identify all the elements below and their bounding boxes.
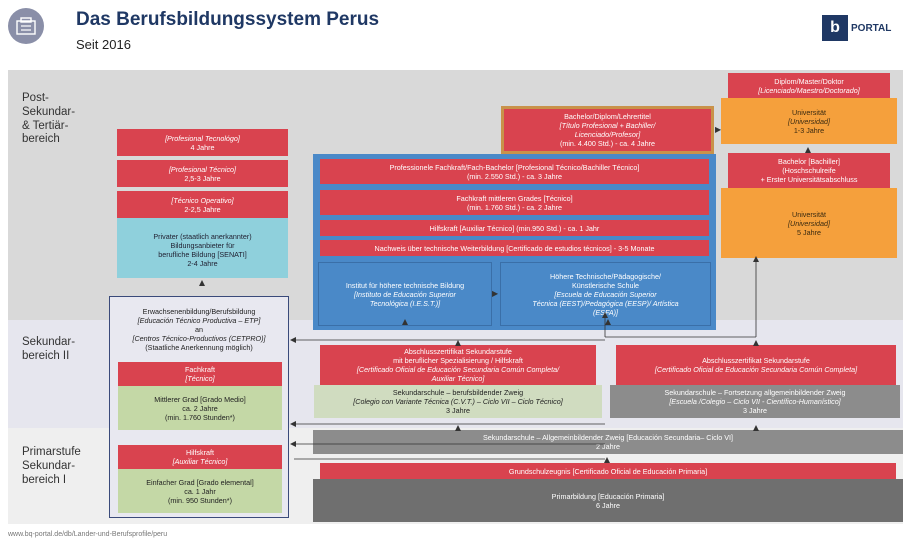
box-profesional-tecnologo: [Profesional Tecnológo]4 Jahre bbox=[117, 129, 288, 156]
box-bachelor-bachiller: Bachelor [Bachiller](Hoschschulreife+ Er… bbox=[728, 153, 890, 188]
arrow-right-bachelor: ▶ bbox=[715, 125, 722, 134]
school-icon bbox=[16, 17, 36, 35]
box-fachkraft-tecnico: Fachkraft[Técnico] bbox=[118, 362, 282, 386]
box-sek-allgemeinbildend: Sekundarschule – Allgemeinbildender Zwei… bbox=[313, 430, 903, 454]
arrow-up-8 bbox=[805, 147, 811, 153]
arrow-up-10 bbox=[605, 319, 611, 325]
arrow-right-iest: ▶ bbox=[492, 289, 499, 298]
bq-portal-logo: b PORTAL bbox=[822, 14, 903, 42]
box-universitaet-2: Universität[Universidad]5 Jahre bbox=[721, 188, 897, 258]
box-primarbildung: Primarbildung [Educación Primaria]6 Jahr… bbox=[313, 479, 903, 522]
logo-mark: b bbox=[822, 15, 848, 41]
arrow-up-4 bbox=[753, 340, 759, 346]
box-erwachsenenbildung: Erwachsenenbildung/Berufsbildung[Educaci… bbox=[132, 306, 266, 352]
box-einfacher-grad: Einfacher Grad [Grado elemental]ca. 1 Ja… bbox=[118, 469, 282, 513]
box-hoehere-schule: Höhere Technische/Pädagogische/Künstleri… bbox=[500, 262, 711, 326]
box-profesional-tecnico: [Profesional Técnico]2,5-3 Jahre bbox=[117, 160, 288, 187]
box-hilfskraft-top: Hilfskraft [Auxiliar Técnico] (min.950 S… bbox=[320, 220, 709, 236]
logo-text: PORTAL bbox=[851, 22, 892, 34]
arrow-left-2 bbox=[290, 421, 296, 427]
box-diplom-master: Diplom/Master/Doktor[Licenciado/Maestro/… bbox=[728, 73, 890, 98]
arrow-up-11 bbox=[199, 280, 205, 286]
arrow-up-6 bbox=[753, 425, 759, 431]
header-icon bbox=[8, 8, 44, 44]
arrow-up-7 bbox=[604, 457, 610, 463]
arrow-left-1 bbox=[290, 337, 296, 343]
box-fachkraft-mittleren: Fachkraft mittleren Grades [Técnico](min… bbox=[320, 190, 709, 215]
page-title: Das Berufsbildungssystem Perus bbox=[76, 9, 380, 30]
box-iest: Institut für höhere technische Bildung[I… bbox=[318, 262, 492, 326]
box-sek-allg-fortsetzung: Sekundarschule – Fortsetzung allgemeinbi… bbox=[610, 385, 900, 418]
box-universitaet-1: Universität[Universidad]1-3 Jahre bbox=[721, 98, 897, 144]
band-label-primary: Primarstufe Sekundar- bereich I bbox=[22, 446, 81, 486]
box-fachkraft-bachelor: Professionele Fachkraft/Fach-Bachelor [P… bbox=[320, 159, 709, 184]
box-nachweis: Nachweis über technische Weiterbildung [… bbox=[320, 240, 709, 256]
arrow-left-3 bbox=[290, 441, 296, 447]
arrow-up-5 bbox=[455, 425, 461, 431]
arrow-up-9 bbox=[402, 319, 408, 325]
box-bachelor-lehrertitel: Bachelor/Diplom/Lehrertitel[Título Profe… bbox=[501, 106, 714, 154]
box-abschluss-sekundarstufe: Abschlusszertifikat Sekundarstufe[Certif… bbox=[616, 345, 896, 385]
band-label-tertiary: Post- Sekundar- & Tertiär- bereich bbox=[22, 92, 76, 146]
box-hilfskraft-auxiliar: Hilfskraft[Auxiliar Técnico] bbox=[118, 445, 282, 469]
arrow-up-2 bbox=[753, 256, 759, 262]
source-url[interactable]: www.bq-portal.de/db/Lander-und-Berufspro… bbox=[8, 531, 168, 538]
box-grundschulzeugnis: Grundschulzeugnis [Certificado Oficial d… bbox=[320, 463, 896, 479]
box-sek-berufsbildend: Sekundarschule – berufsbildender Zweig[C… bbox=[314, 385, 602, 418]
box-mittlerer-grad: Mittlerer Grad [Grado Medio]ca. 2 Jahre(… bbox=[118, 386, 282, 430]
box-tecnico-operativo-label: [Técnico Operativo]2-2,5 Jahre bbox=[171, 195, 234, 214]
band-label-secondary-2: Sekundar- bereich II bbox=[22, 336, 76, 362]
arrow-up-1 bbox=[602, 312, 608, 318]
tecnico-operativo-overlay bbox=[117, 191, 288, 218]
page-subtitle: Seit 2016 bbox=[76, 37, 131, 52]
arrow-up-3 bbox=[455, 340, 461, 346]
